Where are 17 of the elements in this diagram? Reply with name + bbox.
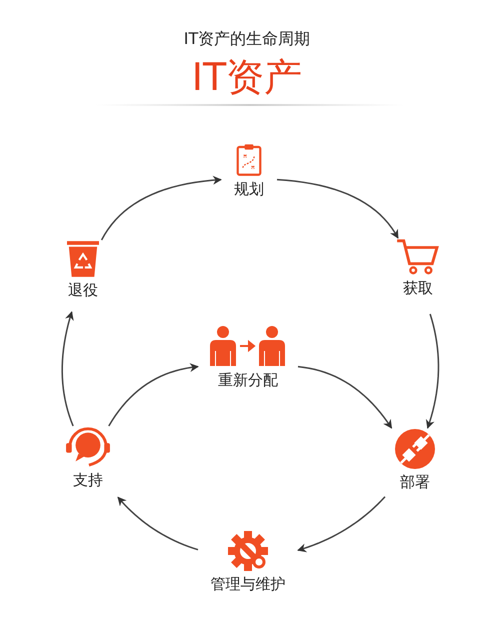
stage-label: 规划 [234, 180, 264, 199]
stage-label: 部署 [400, 473, 430, 492]
arrow [297, 496, 386, 552]
stage-label: 重新分配 [218, 371, 278, 390]
stage-label: 获取 [403, 279, 433, 298]
arrow [298, 366, 392, 429]
heading: IT资产 [192, 55, 302, 99]
stage-label: 支持 [73, 471, 103, 490]
arrow [61, 311, 74, 426]
arrow [426, 314, 440, 429]
stage-label: 管理与维护 [210, 575, 286, 594]
stage-label: 退役 [68, 281, 98, 300]
arrow [276, 178, 399, 239]
arrow [117, 496, 198, 550]
arrow [100, 176, 222, 240]
title: IT资产的生命周期 [184, 29, 310, 48]
arrow [108, 363, 199, 426]
